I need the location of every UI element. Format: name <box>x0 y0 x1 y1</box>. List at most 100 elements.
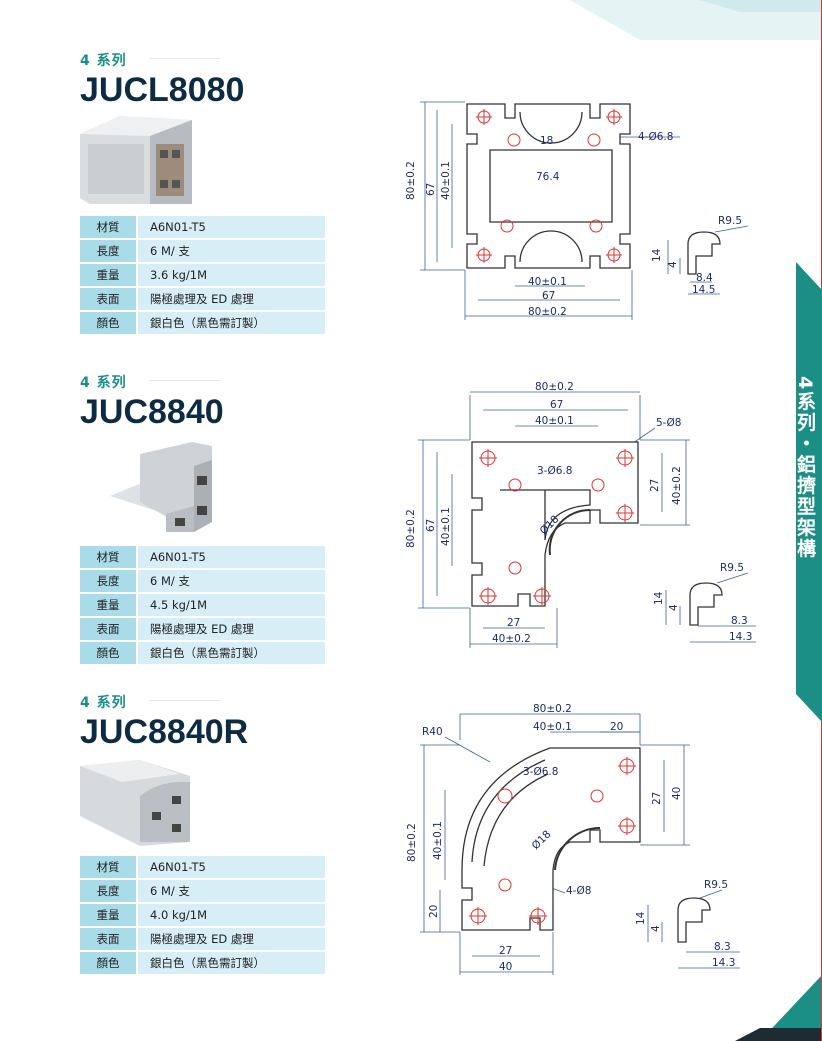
profile-drawing-juc8840: 80±0.2 67 40±0.1 5-Ø8 3-Ø6.8 Ø18 27 40±0… <box>405 381 756 648</box>
dim-label: 40±0.1 <box>440 161 452 200</box>
spec-value: 陽極處理及 ED 處理 <box>138 928 325 950</box>
series-label: 4 系列 <box>80 375 127 391</box>
spec-key: 長度 <box>80 880 138 902</box>
spec-value: A6N01-T5 <box>138 856 325 878</box>
series-label: 4 系列 <box>80 695 127 711</box>
dim-label: 3-Ø6.8 <box>537 465 572 477</box>
dim-label: 4-Ø6.8 <box>638 131 673 143</box>
dim-label: 76.4 <box>536 171 560 183</box>
profile-drawing-juc8840r: 80±0.2 40±0.1 20 R40 3-Ø6.8 Ø18 4-Ø8 27 … <box>406 703 740 975</box>
dim-label: 20 <box>428 905 440 918</box>
dim-label: 14.3 <box>712 957 735 969</box>
dim-label: 27 <box>499 945 512 957</box>
spec-row: 顏色銀白色（黑色需訂製） <box>80 312 325 334</box>
spec-value: 陽極處理及 ED 處理 <box>138 618 325 640</box>
dim-label: 67 <box>550 399 563 411</box>
dim-label: 14.5 <box>692 284 715 296</box>
spec-key: 表面 <box>80 618 138 640</box>
divider <box>150 380 220 381</box>
dim-label: 40±0.1 <box>528 276 567 288</box>
dim-label: 5-Ø8 <box>656 417 681 429</box>
spec-row: 顏色銀白色（黑色需訂製） <box>80 952 325 974</box>
spec-value: A6N01-T5 <box>138 546 325 568</box>
dim-label: R9.5 <box>704 879 728 891</box>
spec-key: 重量 <box>80 904 138 926</box>
spec-value: 6 M/ 支 <box>138 570 325 592</box>
spec-value: 銀白色（黑色需訂製） <box>138 312 325 334</box>
spec-value: 陽極處理及 ED 處理 <box>138 288 325 310</box>
product-photo <box>80 116 192 204</box>
dim-label: 14 <box>635 911 647 925</box>
spec-value: 銀白色（黑色需訂製） <box>138 642 325 664</box>
spec-value: 銀白色（黑色需訂製） <box>138 952 325 974</box>
dim-label: 80±0.2 <box>528 306 567 318</box>
dim-label: 40 <box>671 787 683 800</box>
dim-label: 8.3 <box>731 615 748 627</box>
dim-label: 80±0.2 <box>405 509 417 548</box>
dim-label: 3-Ø6.8 <box>523 766 558 778</box>
divider <box>150 700 220 701</box>
model-title: JUCL8080 <box>80 71 245 109</box>
dim-label: 67 <box>425 519 437 532</box>
spec-key: 顏色 <box>80 312 138 334</box>
dim-label: 14 <box>653 591 665 605</box>
side-tab-background <box>796 262 822 722</box>
spec-value: 6 M/ 支 <box>138 240 325 262</box>
dim-label: 40±0.2 <box>492 633 531 645</box>
series-label: 4 系列 <box>80 53 127 69</box>
spec-key: 顏色 <box>80 642 138 664</box>
spec-row: 顏色銀白色（黑色需訂製） <box>80 642 325 664</box>
dim-label: 27 <box>649 479 661 492</box>
dim-label: 67 <box>542 290 555 302</box>
dim-label: 14.3 <box>729 631 752 643</box>
spec-row: 表面陽極處理及 ED 處理 <box>80 928 325 950</box>
dim-label: 18 <box>540 135 553 147</box>
dim-label: 8.4 <box>696 272 713 284</box>
dim-label: 14 <box>651 248 663 262</box>
spec-row: 表面陽極處理及 ED 處理 <box>80 288 325 310</box>
spec-row: 表面陽極處理及 ED 處理 <box>80 618 325 640</box>
dim-label: 80±0.2 <box>406 823 418 862</box>
dim-label: R40 <box>422 726 443 738</box>
dim-label: 4-Ø8 <box>566 885 591 897</box>
profile-drawing-jucl8080: 18 4-Ø6.8 76.4 80±0.2 67 40±0.1 40±0.1 6… <box>405 101 749 320</box>
product-photo <box>80 760 190 846</box>
side-tab-label: 4系列・鋁擠型架構 <box>794 376 816 560</box>
divider <box>150 58 220 59</box>
dim-label: 80±0.2 <box>405 161 417 200</box>
dim-label: R9.5 <box>718 215 742 227</box>
dim-label: 8.3 <box>714 941 731 953</box>
dim-label: 80±0.2 <box>535 381 574 393</box>
spec-value: 6 M/ 支 <box>138 880 325 902</box>
spec-value: A6N01-T5 <box>138 216 325 238</box>
spec-key: 材質 <box>80 856 138 878</box>
spec-key: 長度 <box>80 570 138 592</box>
spec-value: 4.0 kg/1M <box>138 904 325 926</box>
dim-label: 27 <box>651 792 663 805</box>
dim-label: R9.5 <box>720 562 744 574</box>
dim-label: 40±0.1 <box>533 721 572 733</box>
spec-key: 顏色 <box>80 952 138 974</box>
dim-label: 40±0.1 <box>432 821 444 860</box>
dim-label: 40±0.2 <box>671 466 683 505</box>
dim-label: 80±0.2 <box>533 703 572 715</box>
spec-key: 長度 <box>80 240 138 262</box>
dim-label: 4 <box>667 261 679 268</box>
dim-label: 4 <box>668 604 680 611</box>
spec-key: 重量 <box>80 594 138 616</box>
spec-value: 3.6 kg/1M <box>138 264 325 286</box>
spec-key: 表面 <box>80 288 138 310</box>
dim-label: 40±0.1 <box>535 415 574 427</box>
product-photo <box>110 442 212 532</box>
